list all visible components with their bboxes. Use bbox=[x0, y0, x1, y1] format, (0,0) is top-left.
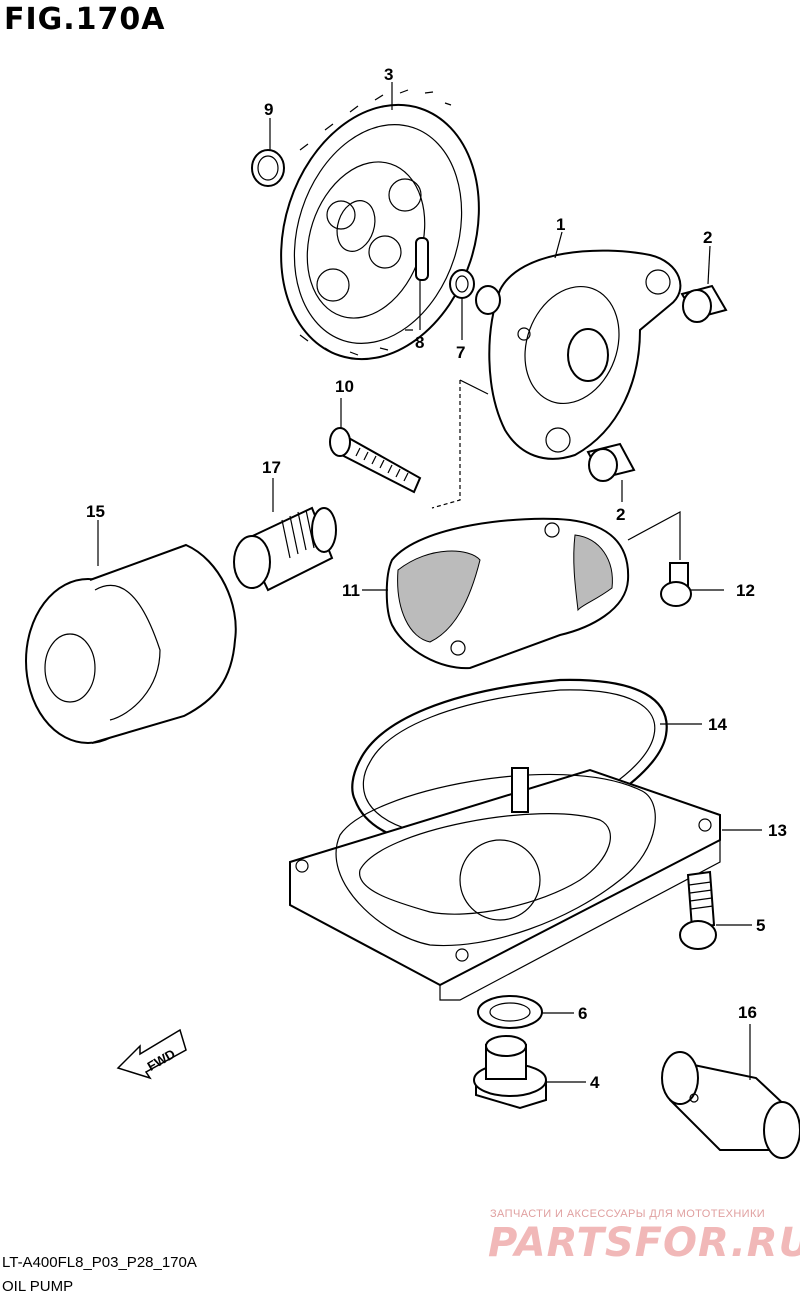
part-16-pressure-switch[interactable] bbox=[661, 1051, 800, 1159]
callout-4: 7 bbox=[456, 343, 465, 362]
figure-title: FIG.170A bbox=[4, 2, 166, 37]
part-2-dowel-upper[interactable] bbox=[680, 284, 728, 323]
part-8-oil-strainer[interactable] bbox=[385, 517, 630, 670]
callout-15: 15 bbox=[86, 502, 105, 521]
diagram-subtitle: OIL PUMP bbox=[2, 1278, 74, 1295]
part-10-oil-pan[interactable] bbox=[289, 767, 721, 1001]
part-11-o-ring[interactable] bbox=[351, 678, 668, 849]
callout-11: 14 bbox=[708, 715, 727, 734]
callout-3: 3 bbox=[384, 65, 393, 84]
part-12-bolt[interactable] bbox=[679, 870, 717, 950]
callout-1: 1 bbox=[556, 215, 565, 234]
callout-7: 10 bbox=[335, 377, 354, 396]
callout-9: 12 bbox=[736, 581, 755, 600]
callout-labels: 3 9 1 2 8 7 10 17 2 15 11 12 14 13 5 16 … bbox=[86, 65, 787, 1092]
part-7-bolt[interactable] bbox=[329, 427, 422, 494]
callout-14: 6 bbox=[578, 1004, 587, 1023]
watermark-logo: PARTSFOR.RU bbox=[488, 1220, 800, 1266]
leader-lines bbox=[97, 82, 762, 1083]
watermark-tagline: ЗАПЧАСТИ И АКСЕССУАРЫ ДЛЯ МОТОТЕХНИКИ bbox=[490, 1208, 766, 1220]
callout-6: 9 bbox=[264, 100, 273, 119]
part-1-oil-pump[interactable] bbox=[475, 249, 682, 460]
part-14-gasket[interactable] bbox=[477, 995, 543, 1029]
callout-5: 8 bbox=[415, 333, 424, 352]
part-2-dowel-lower[interactable] bbox=[586, 442, 636, 482]
part-4-circlip[interactable] bbox=[449, 269, 475, 299]
diagram-code: LT-A400FL8_P03_P28_170A bbox=[2, 1254, 197, 1271]
part-5-pin[interactable] bbox=[415, 237, 429, 281]
part-6-circlip[interactable] bbox=[251, 149, 285, 187]
callout-13: 4 bbox=[590, 1073, 600, 1092]
callout-16: 16 bbox=[738, 1003, 757, 1022]
part-3-drive-gear[interactable] bbox=[249, 79, 510, 385]
part-15-oil-filter[interactable] bbox=[25, 543, 237, 744]
callout-12: 5 bbox=[756, 916, 765, 935]
part-13-drain-plug[interactable] bbox=[473, 1035, 547, 1110]
part-17-union[interactable] bbox=[233, 506, 337, 592]
callout-17: 17 bbox=[262, 458, 281, 477]
fwd-arrow: FWD bbox=[116, 1028, 187, 1080]
part-9-bolt[interactable] bbox=[660, 562, 692, 607]
callout-2-upper: 2 bbox=[703, 228, 712, 247]
callout-2-lower: 2 bbox=[616, 505, 625, 524]
callout-8: 11 bbox=[342, 581, 360, 600]
callout-10: 13 bbox=[768, 821, 787, 840]
